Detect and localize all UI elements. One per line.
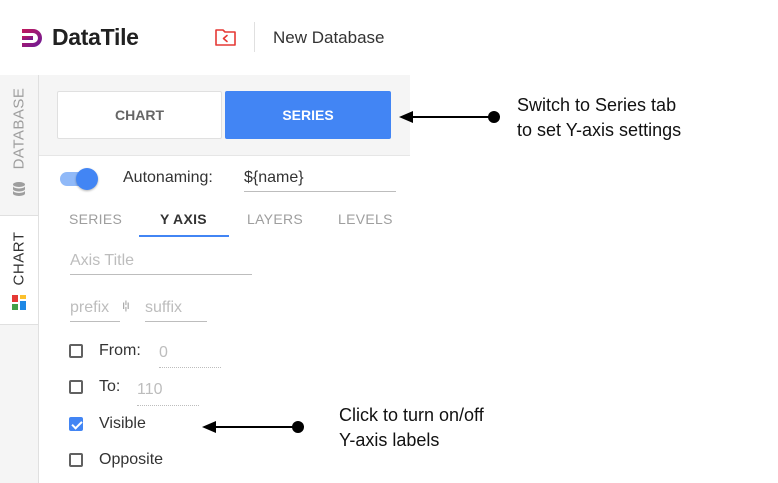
autonaming-label: Autonaming: [123,169,213,186]
visible-annotation-line-1: Click to turn on/off [339,405,484,425]
visible-annotation-line-2: Y-axis labels [339,430,440,450]
series-tab-arrow [399,111,500,123]
from-label: From: [99,342,141,359]
autonaming-input[interactable] [244,165,396,192]
sidebar-tab-database[interactable]: DATABASE [0,75,38,215]
autonaming-toggle[interactable] [60,168,100,190]
opposite-row: Opposite [69,448,163,472]
to-label: To: [99,378,121,395]
autonaming-row: Autonaming: [39,155,410,201]
panel-tab-bar: CHART SERIES [39,75,410,156]
logo-text: DataTile [52,24,139,50]
tab-chart[interactable]: CHART [57,91,222,139]
chart-icon [12,295,26,310]
sidebar-tab-chart[interactable]: CHART [0,215,38,325]
series-tab-annotation: Switch to Series tab to set Y-axis setti… [517,93,681,143]
database-icon [13,182,25,196]
from-input[interactable] [159,339,221,368]
app-header: DataTile New Database [0,0,778,75]
subtab-y-axis[interactable]: Y AXIS [160,211,207,227]
datatile-logo-icon [22,28,42,47]
opposite-checkbox[interactable] [69,453,83,467]
prefix-separator-icon: ı¦ı [122,298,130,312]
series-subtabs: SERIES Y AXIS LAYERS LEVELS [39,203,410,237]
suffix-input[interactable] [145,294,207,322]
from-checkbox[interactable] [69,344,83,358]
subtab-layers[interactable]: LAYERS [247,211,304,227]
left-sidebar: DATABASE CHART [0,75,39,483]
visible-annotation: Click to turn on/off Y-axis labels [339,403,484,453]
to-row: To: [69,375,120,399]
visible-arrow [202,421,304,433]
series-tab-annotation-line-2: to set Y-axis settings [517,120,682,140]
opposite-label: Opposite [99,451,164,468]
from-row: From: [69,339,141,363]
axis-title-input[interactable] [70,247,252,275]
header-divider [254,22,255,52]
subtab-levels[interactable]: LEVELS [338,211,393,227]
back-to-folder-icon[interactable] [214,26,238,48]
database-title[interactable]: New Database [273,28,385,47]
to-input[interactable] [137,375,199,406]
logo[interactable]: DataTile [20,24,139,51]
active-subtab-indicator [139,235,229,237]
to-checkbox[interactable] [69,380,83,394]
chart-settings-panel: CHART SERIES Autonaming: SERIES Y AXIS L… [39,75,410,483]
visible-checkbox[interactable] [69,417,83,431]
tab-series[interactable]: SERIES [225,91,391,139]
subtab-series[interactable]: SERIES [69,211,123,227]
series-tab-annotation-line-1: Switch to Series tab [517,95,677,115]
prefix-input[interactable] [70,294,120,322]
visible-label: Visible [99,415,146,432]
visible-row: Visible [69,412,146,436]
